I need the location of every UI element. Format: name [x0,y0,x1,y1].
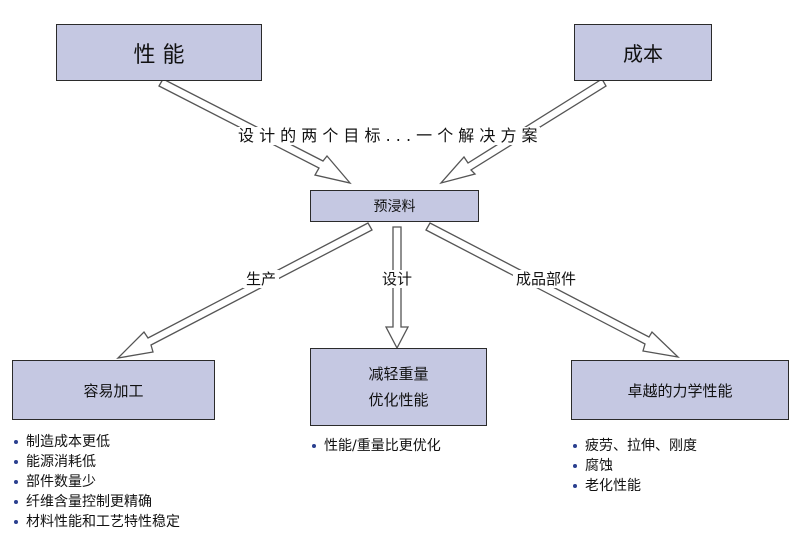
performance-label: 性 能 [133,42,185,68]
list-item: 部件数量少 [12,472,180,492]
mechanical-title: 卓越的力学性能 [627,381,733,400]
list-item: 腐蚀 [571,456,697,476]
list-item: 老化性能 [571,476,697,496]
prepreg-box: 预浸料 [310,190,479,222]
list-item: 性能/重量比更优化 [310,436,441,456]
weight-performance-list: 性能/重量比更优化 [310,436,441,456]
weight-performance-box: 减轻重量 优化性能 [310,348,487,426]
arrow-prepreg-to-left [116,222,373,359]
easy-processing-title: 容易加工 [83,381,144,400]
mechanical-performance-box: 卓越的力学性能 [571,360,789,420]
design-goals-text: 设 计 的 两 个 目 标 . . . 一 个 解 决 方 案 [236,126,540,145]
list-item: 纤维含量控制更精确 [12,492,180,512]
prepreg-label: 预浸料 [373,199,416,215]
weight-title-line1: 减轻重量 [368,365,429,383]
production-label: 生产 [243,270,280,288]
finished-parts-label: 成品部件 [513,270,580,288]
list-item: 能源消耗低 [12,452,180,472]
easy-processing-list: 制造成本更低 能源消耗低 部件数量少 纤维含量控制更精确 材料性能和工艺特性稳定 [12,432,180,532]
performance-box: 性 能 [56,24,262,81]
arrow-prepreg-to-right [425,222,680,358]
cost-label: 成本 [623,42,663,66]
cost-box: 成本 [574,24,712,81]
list-item: 制造成本更低 [12,432,180,452]
weight-title-line2: 优化性能 [368,391,429,409]
design-label: 设计 [379,270,416,288]
list-item: 材料性能和工艺特性稳定 [12,512,180,532]
list-item: 疲劳、拉伸、刚度 [571,436,697,456]
easy-processing-box: 容易加工 [12,360,215,420]
mechanical-performance-list: 疲劳、拉伸、刚度 腐蚀 老化性能 [571,436,697,496]
